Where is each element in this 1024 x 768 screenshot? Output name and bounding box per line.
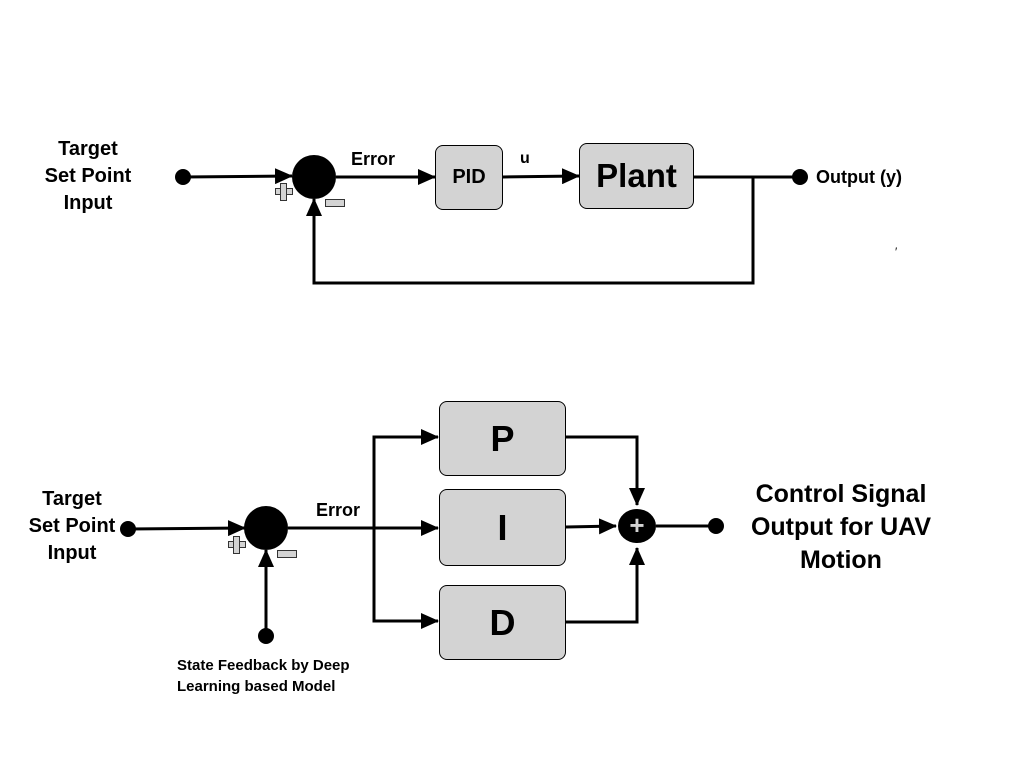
- top-u-line: [502, 168, 580, 185]
- top-error-label: Error: [351, 149, 396, 169]
- bottom-branch-to-p: [372, 429, 439, 528]
- top-u-label: u: [520, 150, 530, 167]
- top-feedback-path: [306, 177, 755, 285]
- top-input-label-line-1: Target: [58, 138, 118, 160]
- p-label: P: [490, 417, 515, 459]
- top-plus-sign-vertical: [280, 183, 287, 201]
- top-stray-mark: ′: [895, 245, 898, 259]
- bottom-output-label: Control Signal Output for UAV Motion: [731, 478, 951, 577]
- top-output-label: Output (y): [816, 167, 902, 187]
- top-plant-label: Plant: [596, 157, 677, 194]
- d-block: D: [439, 585, 566, 660]
- feedback-terminal: [258, 628, 274, 644]
- top-summing-junction: [292, 155, 336, 199]
- bottom-output-terminal: [708, 518, 724, 534]
- summer-plus-label: +: [629, 510, 645, 540]
- bottom-output-label-line-1: Control Signal: [755, 480, 927, 508]
- i-block: I: [439, 489, 566, 566]
- bottom-input-label-line-1: Target: [42, 488, 102, 510]
- top-input-label-line-3: Input: [63, 192, 113, 214]
- bottom-plus-sign-vertical: [233, 536, 240, 554]
- bottom-input-line: [127, 520, 246, 537]
- p-block: P: [439, 401, 566, 476]
- p-to-summer-line: [566, 435, 645, 506]
- top-input-line: [182, 168, 293, 185]
- bottom-output-summer: [618, 509, 656, 543]
- bottom-minus-sign: [277, 550, 297, 558]
- bottom-error-label: Error: [316, 500, 361, 520]
- feedback-label: State Feedback by Deep Learning based Mo…: [177, 655, 350, 697]
- bottom-output-label-line-3: Motion: [800, 546, 882, 574]
- feedback-label-line-1: State Feedback by Deep: [177, 657, 350, 674]
- d-label: D: [489, 601, 516, 643]
- bottom-input-label-line-2: Set Point: [28, 515, 116, 537]
- bottom-input-label: Target Set Point Input: [12, 486, 132, 567]
- d-to-summer-line: [566, 547, 645, 624]
- i-label: I: [497, 506, 508, 548]
- top-minus-sign: [325, 199, 345, 207]
- top-input-label-line-2: Set Point: [44, 165, 132, 187]
- bottom-summing-junction: [244, 506, 288, 550]
- feedback-label-line-2: Learning based Model: [177, 678, 336, 695]
- top-pid-block: PID: [435, 145, 503, 210]
- bottom-input-label-line-3: Input: [47, 542, 97, 564]
- bottom-branch-to-d: [372, 528, 439, 629]
- top-plant-block: Plant: [579, 143, 694, 209]
- bottom-output-label-line-2: Output for UAV: [750, 513, 932, 541]
- top-output-terminal: [792, 169, 808, 185]
- top-input-label: Target Set Point Input: [28, 136, 148, 217]
- i-to-summer-line: [565, 518, 617, 535]
- top-pid-label: PID: [452, 166, 486, 188]
